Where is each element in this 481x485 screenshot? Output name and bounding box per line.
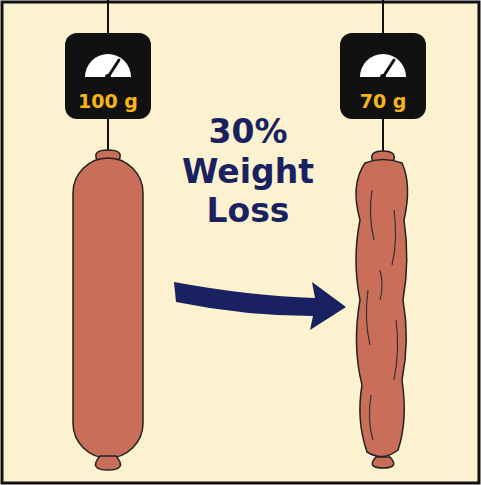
- hanging-string: [107, 118, 109, 152]
- hanging-string: [382, 118, 384, 152]
- hanging-string: [107, 0, 109, 34]
- curved-arrow: [174, 282, 346, 330]
- dried-sausage: [356, 151, 408, 468]
- scale-box: 100 g: [65, 33, 151, 119]
- fresh-sausage: [73, 150, 143, 470]
- scale-box: 70 g: [340, 33, 426, 119]
- weight-loss-label: 30% Weight Loss: [163, 112, 333, 231]
- hanging-string: [382, 0, 384, 34]
- weight-reading: 70 g: [340, 92, 426, 111]
- weight-reading: 100 g: [65, 92, 151, 111]
